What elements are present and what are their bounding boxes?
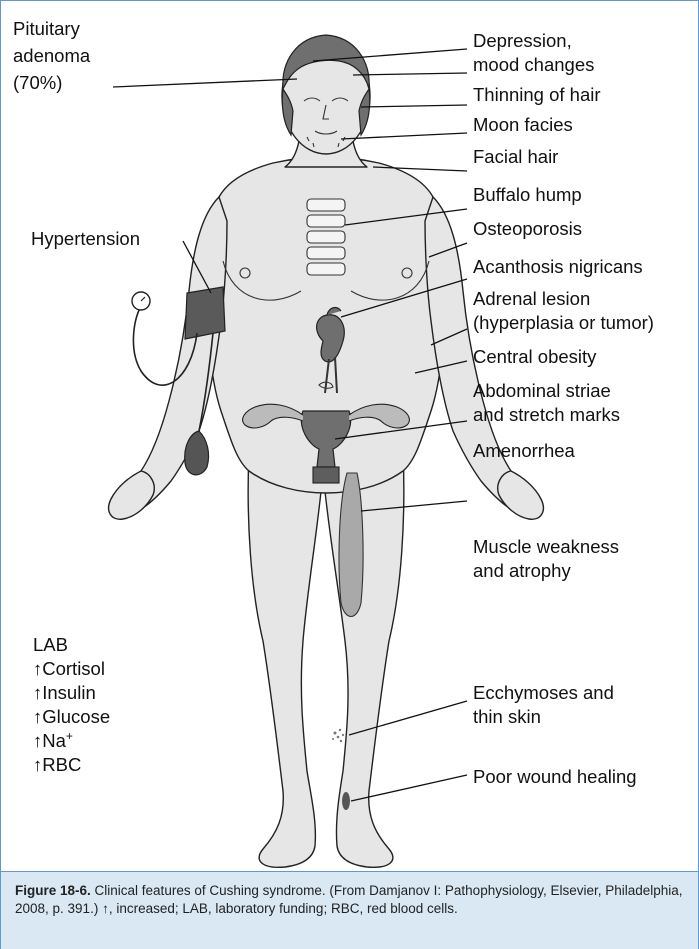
lab-item-insulin: ↑Insulin <box>33 682 96 703</box>
ecchymosis-marks <box>332 729 344 742</box>
label-adrenal-line2: (hyperplasia or tumor) <box>473 312 654 333</box>
label-moon-facies: Moon facies <box>473 114 573 135</box>
label-striae-line2: and stretch marks <box>473 404 620 425</box>
lab-item-rbc: ↑RBC <box>33 754 81 775</box>
label-buffalo-hump: Buffalo hump <box>473 184 582 205</box>
label-wound-healing: Poor wound healing <box>473 766 637 787</box>
label-hypertension: Hypertension <box>31 228 140 249</box>
lab-item-glucose: ↑Glucose <box>33 706 110 727</box>
label-acanthosis: Acanthosis nigricans <box>473 256 643 277</box>
label-depression-line1: Depression, <box>473 30 572 51</box>
label-pituitary-line1: Pituitary <box>13 18 81 39</box>
lab-item-cortisol: ↑Cortisol <box>33 658 105 679</box>
left-leg <box>248 451 323 867</box>
figure-number: Figure 18-6. <box>15 883 91 898</box>
right-leg <box>323 451 404 867</box>
spine-illustration <box>307 199 345 275</box>
figure-caption: Figure 18-6. Clinical features of Cushin… <box>15 882 687 918</box>
label-muscle-line2: and atrophy <box>473 560 571 581</box>
caption-box: Figure 18-6. Clinical features of Cushin… <box>1 871 698 949</box>
atrophic-muscle <box>339 473 363 617</box>
label-adrenal-line1: Adrenal lesion <box>473 288 590 309</box>
lab-item-sodium: ↑Na+ <box>33 729 73 751</box>
label-osteoporosis: Osteoporosis <box>473 218 582 239</box>
label-thinning-hair: Thinning of hair <box>473 84 601 105</box>
label-muscle-line1: Muscle weakness <box>473 536 619 557</box>
label-ecchymoses-line1: Ecchymoses and <box>473 682 614 703</box>
cushing-body-diagram: Pituitary adenoma (70%) Hypertension Dep… <box>1 1 698 871</box>
wound-mark <box>342 792 350 810</box>
figure-illustration: Pituitary adenoma (70%) Hypertension Dep… <box>1 1 698 871</box>
label-pituitary-line3: (70%) <box>13 72 62 93</box>
caption-text: Clinical features of Cushing syndrome. (… <box>15 883 683 916</box>
label-striae-line1: Abdominal striae <box>473 380 611 401</box>
label-facial-hair: Facial hair <box>473 146 558 167</box>
label-depression-line2: mood changes <box>473 54 594 75</box>
label-pituitary-line2: adenoma <box>13 45 91 66</box>
lab-list: LAB ↑Cortisol ↑Insulin ↑Glucose ↑Na+ ↑RB… <box>33 634 110 775</box>
right-hand <box>498 471 544 519</box>
label-ecchymoses-line2: thin skin <box>473 706 541 727</box>
lab-title: LAB <box>33 634 68 655</box>
label-amenorrhea: Amenorrhea <box>473 440 576 461</box>
left-hand <box>109 471 155 519</box>
label-central-obesity: Central obesity <box>473 346 597 367</box>
